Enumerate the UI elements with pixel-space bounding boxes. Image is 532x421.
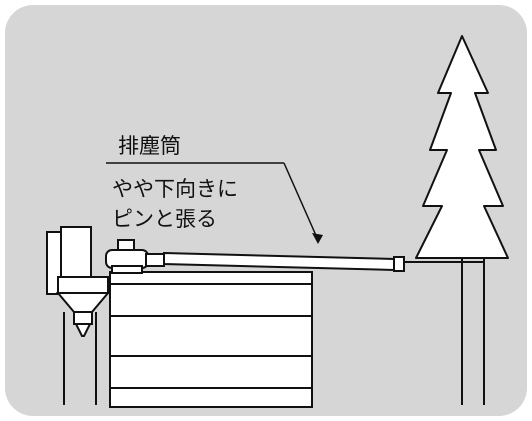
hopper-assembly <box>46 226 111 405</box>
leader-diagonal <box>283 162 319 241</box>
blower-outlet <box>145 253 165 267</box>
duct-tube <box>163 251 395 272</box>
label-leader <box>106 162 323 244</box>
control-box <box>60 226 92 278</box>
hopper-funnel <box>55 292 111 313</box>
blower-cap <box>117 239 135 251</box>
hopper-spout <box>73 311 93 325</box>
duct-end-cap <box>393 256 405 272</box>
leader-arrowhead <box>312 233 323 244</box>
tree-illustration <box>415 35 509 405</box>
exhaust-duct <box>163 251 405 272</box>
duct-label: 排塵筒 <box>118 134 181 158</box>
hopper-top <box>57 276 109 294</box>
machine-main-block <box>109 283 313 408</box>
instruction-line-1: やや下向きに <box>112 177 238 201</box>
blower-base <box>111 265 143 274</box>
blower-unit <box>105 239 165 274</box>
machine-body <box>109 271 313 408</box>
hopper-nozzle <box>74 323 92 337</box>
tree-crown <box>415 35 509 259</box>
instruction-line-2: ピンと張る <box>112 207 217 231</box>
